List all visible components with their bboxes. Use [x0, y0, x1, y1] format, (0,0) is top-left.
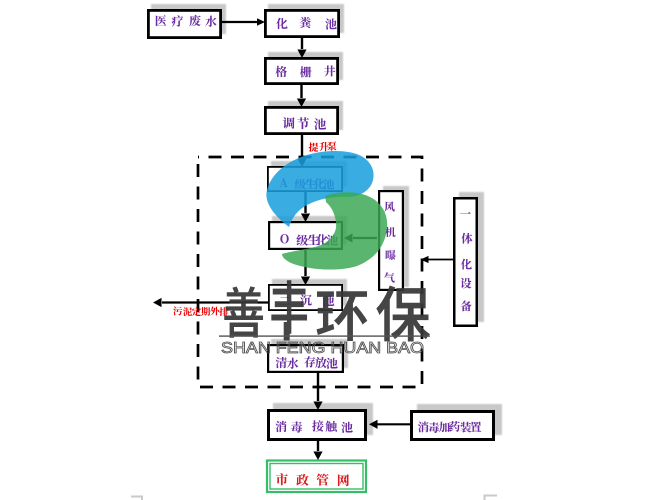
svg-text:SHAN FENG HUAN BAO: SHAN FENG HUAN BAO	[221, 340, 424, 357]
